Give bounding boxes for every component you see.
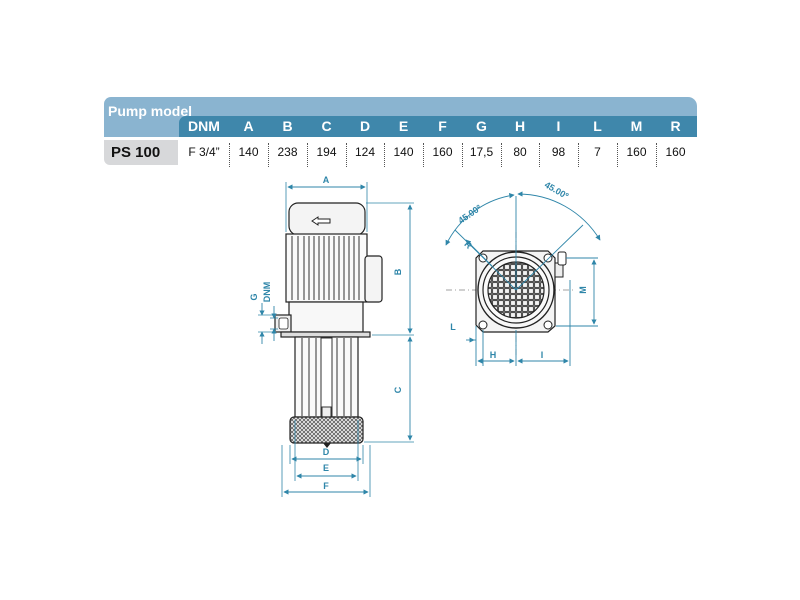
- column-separator: [462, 143, 463, 167]
- column-separator: [501, 143, 502, 167]
- pump-model-header: Pump model: [108, 103, 193, 119]
- label-dnm: DNM: [262, 282, 272, 303]
- col-header-l: L: [593, 118, 602, 134]
- col-header-a: A: [243, 118, 254, 134]
- label-g: G: [249, 293, 259, 300]
- suction-strainer: [289, 416, 364, 444]
- col-header-r: R: [670, 118, 681, 134]
- value-g: 17,5: [469, 145, 494, 159]
- column-separator: [229, 143, 230, 167]
- value-dnm: F 3/4”: [188, 145, 220, 159]
- column-separator: [268, 143, 269, 167]
- column-separator: [539, 143, 540, 167]
- value-e: 140: [393, 145, 414, 159]
- value-r: 160: [665, 145, 686, 159]
- col-header-d: D: [359, 118, 371, 134]
- col-header-m: M: [630, 118, 643, 134]
- column-separator: [423, 143, 424, 167]
- column-separator: [617, 143, 618, 167]
- column-separator: [578, 143, 579, 167]
- col-header-dnm: DNM: [188, 118, 220, 134]
- value-i: 98: [551, 145, 566, 159]
- col-header-e: E: [398, 118, 409, 134]
- col-header-f: F: [438, 118, 447, 134]
- radius-line-2: [515, 224, 584, 291]
- mounting-plate: [280, 331, 371, 338]
- model-name-cell: PS 100: [104, 140, 178, 165]
- col-header-b: B: [282, 118, 293, 134]
- angle-arc-1: [445, 193, 515, 246]
- value-f: 160: [432, 145, 453, 159]
- col-header-h: H: [514, 118, 526, 134]
- value-a: 140: [238, 145, 259, 159]
- column-separator: [384, 143, 385, 167]
- column-separator: [346, 143, 347, 167]
- value-l: 7: [594, 145, 601, 159]
- label-c: C: [393, 386, 403, 393]
- terminal-box: [364, 255, 383, 303]
- col-header-g: G: [476, 118, 487, 134]
- motor-fins: [291, 236, 360, 300]
- value-b: 238: [277, 145, 298, 159]
- table-header-row: [179, 116, 697, 137]
- label-h: H: [490, 350, 497, 360]
- dim-r-line: [465, 239, 493, 267]
- label-m: M: [578, 286, 588, 294]
- label-l: L: [450, 322, 456, 332]
- angle-arc-2: [517, 191, 601, 241]
- value-h: 80: [513, 145, 527, 159]
- label-r: R: [462, 239, 474, 251]
- dimension-table: Pump model DNM A B C D E F G H I L M R P…: [104, 97, 697, 168]
- column-separator: [307, 143, 308, 167]
- value-c: 194: [316, 145, 337, 159]
- shaft: [320, 337, 333, 417]
- motor-flange: [288, 301, 364, 333]
- col-header-i: I: [556, 118, 561, 134]
- top-view: 45.00º 45.00º R M L H I: [445, 180, 601, 366]
- label-a: A: [323, 175, 330, 185]
- col-header-c: C: [321, 118, 332, 134]
- rotation-arrow-icon: [311, 216, 331, 226]
- label-i: I: [541, 350, 544, 360]
- label-b: B: [393, 268, 403, 275]
- value-m: 160: [626, 145, 647, 159]
- value-d: 124: [354, 145, 376, 159]
- side-view: A B C D E F G DNM: [249, 175, 414, 497]
- label-d: D: [323, 447, 330, 457]
- label-angle-1: 45.00º: [456, 202, 483, 225]
- label-f: F: [323, 481, 329, 491]
- label-e: E: [323, 463, 329, 473]
- column-separator: [656, 143, 657, 167]
